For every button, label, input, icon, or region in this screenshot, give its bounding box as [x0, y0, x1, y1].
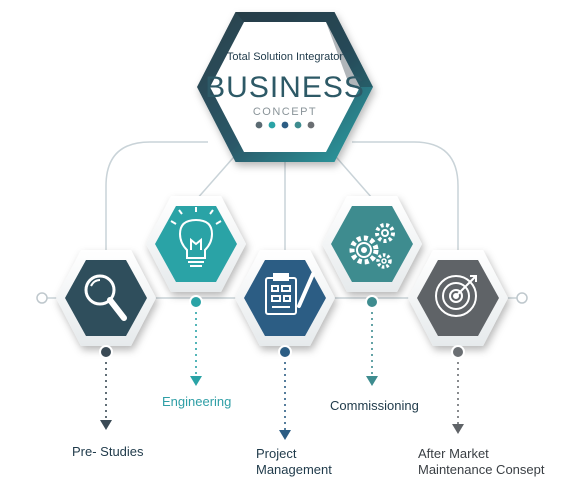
label-management: Management	[256, 462, 332, 477]
connector-left-arc	[105, 141, 208, 262]
dot-com	[365, 295, 379, 309]
connector-commissioning	[329, 149, 373, 199]
hex-node-pre-studies	[56, 250, 156, 346]
dot-amm	[451, 345, 465, 359]
arrows	[100, 376, 464, 440]
dot-pm	[278, 345, 292, 359]
label-engineering: Engineering	[162, 394, 232, 409]
hex-node-commissioning	[322, 196, 422, 292]
label-commissioning: Commissioning	[330, 398, 419, 413]
arrow-amm	[452, 424, 464, 434]
drop-lines	[105, 306, 459, 430]
label-maintenance-consept: Maintenance Consept	[418, 462, 545, 477]
label-pre-studies: Pre- Studies	[72, 444, 144, 459]
hex-node-engineering	[146, 196, 246, 292]
hex-node-after-market	[408, 250, 508, 346]
hex-node-project-management	[235, 250, 335, 346]
center-subtitle: Total Solution Integrator	[227, 51, 344, 63]
target-icon	[435, 275, 477, 317]
center-hexagon	[197, 12, 373, 162]
arrow-eng	[190, 376, 202, 386]
magnifier-icon	[84, 274, 127, 321]
dot-pre	[99, 345, 113, 359]
gears-icon	[349, 223, 395, 269]
center-title: BUSINESS	[205, 71, 365, 104]
center-caption: CONCEPT	[253, 106, 317, 118]
node-dots	[99, 295, 465, 359]
concept-dots	[255, 121, 315, 129]
lightbulb-icon	[170, 207, 222, 267]
arrow-pre	[100, 420, 112, 430]
label-after-market: After Market	[418, 446, 489, 461]
arrow-com	[366, 376, 378, 386]
connector-right-arc	[352, 141, 459, 262]
clipboard-pencil-icon	[265, 272, 315, 315]
arrow-pm	[279, 430, 291, 440]
baseline-end-left	[36, 292, 48, 304]
dot-eng	[189, 295, 203, 309]
baseline-end-right	[516, 292, 528, 304]
label-project: Project	[256, 446, 297, 461]
connector-engineering	[195, 149, 241, 201]
